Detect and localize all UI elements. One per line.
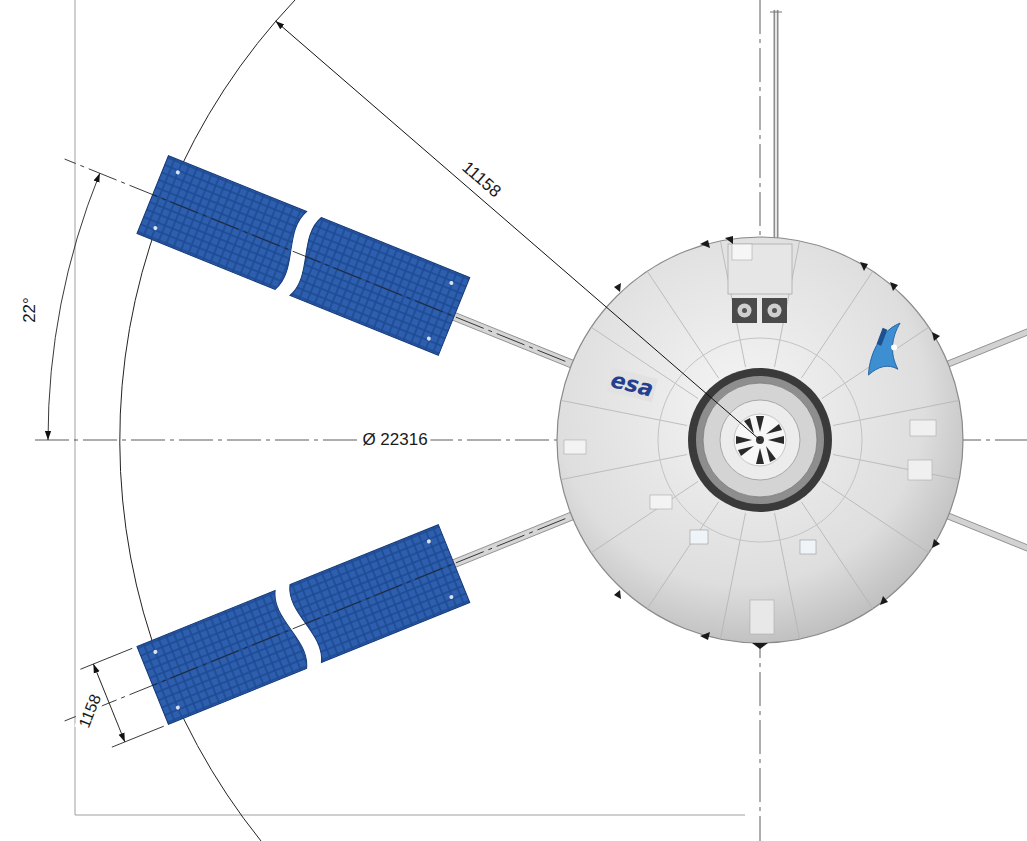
illustration-part	[768, 304, 782, 318]
illustration-part	[65, 519, 566, 721]
diameter-label: Ø 22316	[359, 431, 430, 450]
illustration-part	[647, 502, 718, 609]
envelope-arc	[120, 0, 295, 841]
illustration-part	[614, 236, 940, 649]
illustration-part	[732, 298, 757, 323]
illustration-part	[153, 225, 158, 230]
solar-boom	[944, 321, 1027, 368]
illustration-part	[561, 455, 687, 480]
illustration-part	[647, 271, 718, 378]
illustration-part	[732, 244, 752, 260]
illustration-part	[774, 10, 779, 240]
illustration-part	[736, 436, 752, 444]
illustration-part	[614, 283, 621, 292]
solar-boom	[944, 512, 1027, 559]
illustration-part	[944, 321, 1027, 368]
illustration-part	[752, 643, 768, 649]
illustration-part	[880, 596, 888, 605]
illustration-part	[756, 416, 764, 432]
antenna-mast	[770, 10, 782, 240]
illustration-part	[766, 424, 782, 434]
atv-body	[557, 236, 963, 649]
illustration-part	[860, 262, 868, 271]
illustration-part	[561, 400, 687, 425]
illustration-part	[858, 323, 912, 377]
illustration-part	[775, 513, 800, 639]
illustration-part	[944, 512, 1027, 559]
illustration-part	[873, 327, 891, 347]
illustration-part	[744, 418, 754, 434]
illustration-part	[175, 170, 180, 175]
angle-dimension	[48, 173, 100, 440]
angle-label: 22°	[21, 294, 40, 326]
illustration-part	[768, 436, 784, 444]
illustration-part	[449, 280, 454, 285]
illustration-part	[750, 600, 774, 634]
illustration-part	[690, 530, 708, 544]
illustration-part	[801, 271, 872, 378]
illustration-part	[720, 513, 745, 639]
illustration-part	[725, 236, 733, 244]
illustration-part	[822, 481, 929, 552]
illustration-part	[858, 323, 912, 377]
solar-wing	[49, 476, 590, 760]
illustration-part	[742, 308, 747, 313]
frame-line	[75, 815, 745, 816]
illustration-part	[772, 308, 777, 313]
illustration-part	[700, 240, 710, 248]
illustration-part	[564, 440, 586, 454]
radius-dimension	[276, 21, 761, 440]
illustration-part	[890, 344, 897, 351]
illustration-part	[800, 540, 816, 554]
illustration-part	[762, 298, 787, 323]
illustration-part	[801, 502, 872, 609]
illustration-part	[614, 590, 621, 599]
illustration-part	[728, 244, 792, 294]
illustration-part	[426, 539, 431, 544]
illustration-part	[766, 446, 776, 462]
illustration-part	[650, 495, 672, 509]
illustration-part	[770, 12, 782, 13]
illustration-part	[591, 481, 698, 552]
frame-line	[75, 0, 76, 815]
illustration-part	[153, 649, 158, 654]
logo-text: esa	[606, 368, 657, 403]
dimension-label: 11158	[456, 156, 507, 203]
illustration-part	[910, 420, 936, 436]
illustration-part	[738, 446, 754, 456]
illustration-part	[738, 304, 752, 318]
dimension-label: 1158	[74, 689, 105, 733]
illustration-part	[756, 448, 764, 464]
illustration-part	[833, 400, 959, 425]
illustration-part	[175, 705, 180, 710]
illustration-part	[775, 10, 777, 240]
illustration-part	[890, 282, 898, 291]
illustration-part	[932, 332, 940, 341]
illustration-part	[426, 336, 431, 341]
illustration-part	[908, 460, 932, 480]
solar-wing	[49, 120, 590, 404]
illustration-part	[80, 648, 132, 669]
illustration-part	[833, 455, 959, 480]
illustration-part	[700, 632, 710, 640]
illustration-part	[449, 594, 454, 599]
illustration-part	[932, 539, 940, 548]
